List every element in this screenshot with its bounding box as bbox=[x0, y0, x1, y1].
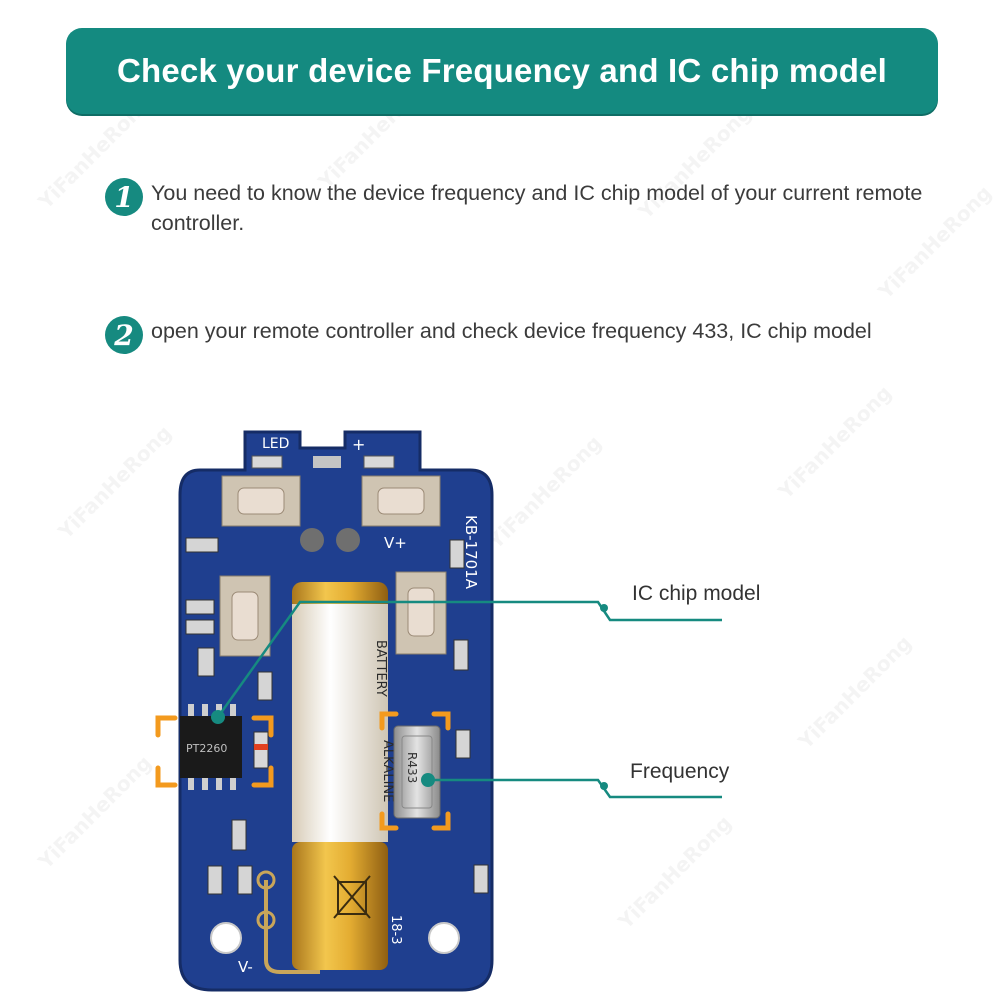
battery-brand: ALKALINE bbox=[380, 740, 395, 802]
crystal-frequency-text: R433 bbox=[405, 752, 419, 783]
ic-chip-callout-label: IC chip model bbox=[632, 582, 761, 605]
ic-callout-line bbox=[211, 600, 722, 724]
board-led-label: LED bbox=[262, 436, 289, 452]
board-plus-label: + bbox=[352, 435, 365, 454]
step-number-badge: 1 bbox=[105, 178, 143, 216]
chip-model-text: PT2260 bbox=[186, 742, 227, 755]
crystal-highlight-bracket bbox=[379, 711, 451, 831]
button-switch-icon bbox=[361, 475, 441, 527]
ic-chip: PT2260 bbox=[180, 704, 242, 790]
button-switch-icon bbox=[219, 575, 271, 657]
button-switch-icon bbox=[395, 571, 447, 655]
board-vplus-label: V+ bbox=[384, 534, 407, 552]
step-number-badge: 2 bbox=[105, 316, 143, 354]
step-text: open your remote controller and check de… bbox=[151, 319, 872, 343]
step-2: 2 open your remote controller and check … bbox=[105, 316, 985, 354]
recycle-bin-icon bbox=[333, 875, 371, 919]
header-banner: Check your device Frequency and IC chip … bbox=[66, 28, 938, 114]
button-switch-icon bbox=[221, 475, 301, 527]
frequency-callout-label: Frequency bbox=[630, 760, 730, 783]
step-1: 1 You need to know the device frequency … bbox=[105, 178, 945, 238]
crystal-oscillator: R433 bbox=[393, 725, 441, 819]
page-title: Check your device Frequency and IC chip … bbox=[116, 52, 888, 89]
board-vminus-label: V- bbox=[238, 958, 253, 976]
board-date-label: 18-3 bbox=[388, 915, 403, 945]
step-text: You need to know the device frequency an… bbox=[151, 181, 923, 235]
ic-highlight-bracket bbox=[155, 715, 274, 788]
frequency-callout-line bbox=[421, 773, 722, 799]
board-model-label: KB-1701A bbox=[462, 515, 480, 590]
battery-label: BATTERY bbox=[373, 640, 388, 697]
battery: BATTERY ALKALINE bbox=[292, 582, 395, 970]
